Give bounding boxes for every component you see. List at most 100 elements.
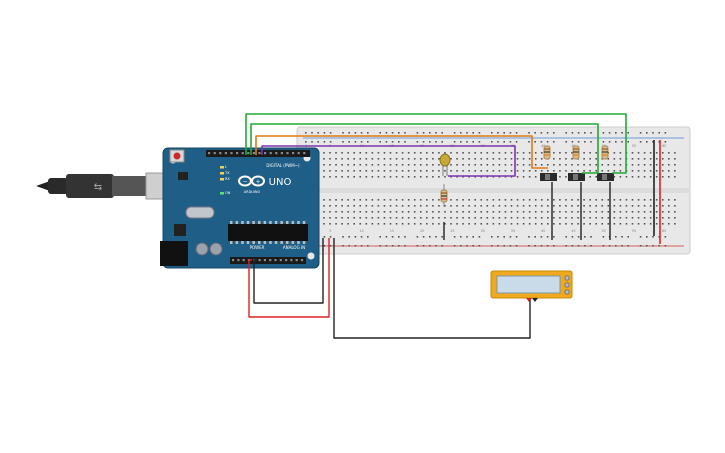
breadboard-hole[interactable] bbox=[371, 176, 374, 178]
breadboard-hole[interactable] bbox=[422, 141, 425, 143]
breadboard-hole[interactable] bbox=[540, 170, 543, 172]
breadboard-hole[interactable] bbox=[444, 176, 446, 178]
breadboard-hole[interactable] bbox=[613, 176, 616, 178]
breadboard-hole[interactable] bbox=[589, 217, 591, 219]
breadboard-hole[interactable] bbox=[371, 223, 374, 225]
power-header-pin[interactable] bbox=[263, 259, 266, 262]
breadboard-hole[interactable] bbox=[534, 223, 537, 225]
breadboard-hole[interactable] bbox=[419, 223, 422, 225]
breadboard-hole[interactable] bbox=[456, 152, 458, 154]
breadboard-hole[interactable] bbox=[365, 152, 368, 154]
breadboard-hole[interactable] bbox=[553, 245, 555, 247]
breadboard-hole[interactable] bbox=[468, 170, 470, 172]
breadboard-hole[interactable] bbox=[553, 217, 555, 219]
breadboard-hole[interactable] bbox=[668, 199, 670, 201]
breadboard-hole[interactable] bbox=[419, 176, 422, 178]
breadboard-hole[interactable] bbox=[661, 176, 664, 178]
breadboard-hole[interactable] bbox=[383, 158, 386, 160]
breadboard-hole[interactable] bbox=[516, 217, 519, 219]
breadboard-hole[interactable] bbox=[480, 164, 483, 166]
breadboard-hole[interactable] bbox=[435, 236, 437, 238]
breadboard-hole[interactable] bbox=[540, 236, 543, 238]
breadboard-hole[interactable] bbox=[347, 158, 349, 160]
breadboard-hole[interactable] bbox=[540, 132, 543, 134]
breadboard-hole[interactable] bbox=[365, 223, 368, 225]
breadboard-hole[interactable] bbox=[444, 170, 446, 172]
breadboard-hole[interactable] bbox=[354, 141, 357, 143]
breadboard-hole[interactable] bbox=[353, 164, 355, 166]
breadboard-hole[interactable] bbox=[619, 158, 622, 160]
power-header-pin[interactable] bbox=[300, 259, 304, 262]
breadboard-hole[interactable] bbox=[413, 176, 416, 178]
breadboard-hole[interactable] bbox=[637, 152, 640, 154]
breadboard-hole[interactable] bbox=[468, 199, 470, 201]
breadboard-hole[interactable] bbox=[649, 164, 652, 166]
breadboard-hole[interactable] bbox=[379, 236, 381, 238]
breadboard-hole[interactable] bbox=[379, 132, 381, 134]
breadboard-hole[interactable] bbox=[637, 199, 640, 201]
breadboard-hole[interactable] bbox=[649, 199, 652, 201]
breadboard-hole[interactable] bbox=[516, 205, 519, 207]
breadboard-hole[interactable] bbox=[661, 170, 664, 172]
breadboard-hole[interactable] bbox=[371, 199, 374, 201]
breadboard-hole[interactable] bbox=[462, 205, 464, 207]
breadboard-hole[interactable] bbox=[661, 223, 664, 225]
breadboard-hole[interactable] bbox=[540, 199, 543, 201]
usb-cable[interactable]: ⇆ bbox=[36, 172, 167, 200]
breadboard-hole[interactable] bbox=[522, 205, 525, 207]
breadboard-hole[interactable] bbox=[466, 132, 468, 134]
breadboard-hole[interactable] bbox=[480, 211, 483, 213]
breadboard-hole[interactable] bbox=[348, 245, 350, 247]
breadboard-hole[interactable] bbox=[371, 152, 374, 154]
breadboard-hole[interactable] bbox=[456, 164, 458, 166]
breadboard-hole[interactable] bbox=[589, 211, 591, 213]
breadboard-hole[interactable] bbox=[565, 152, 567, 154]
breadboard-hole[interactable] bbox=[590, 132, 592, 134]
breadboard-hole[interactable] bbox=[371, 211, 374, 213]
breadboard-hole[interactable] bbox=[534, 158, 537, 160]
breadboard-hole[interactable] bbox=[444, 217, 446, 219]
breadboard-hole[interactable] bbox=[419, 217, 422, 219]
digital-header[interactable] bbox=[206, 150, 310, 157]
breadboard-hole[interactable] bbox=[359, 164, 362, 166]
breadboard-hole[interactable] bbox=[674, 176, 676, 178]
breadboard-hole[interactable] bbox=[631, 217, 634, 219]
breadboard-hole[interactable] bbox=[371, 205, 374, 207]
breadboard-hole[interactable] bbox=[674, 205, 676, 207]
breadboard-hole[interactable] bbox=[329, 199, 331, 201]
breadboard-hole[interactable] bbox=[385, 245, 388, 247]
breadboard-hole[interactable] bbox=[498, 164, 501, 166]
breadboard-hole[interactable] bbox=[643, 223, 646, 225]
breadboard-hole[interactable] bbox=[497, 236, 499, 238]
breadboard-hole[interactable] bbox=[460, 132, 462, 134]
breadboard-hole[interactable] bbox=[615, 236, 617, 238]
breadboard-hole[interactable] bbox=[486, 152, 489, 154]
breadboard-hole[interactable] bbox=[462, 158, 464, 160]
breadboard-hole[interactable] bbox=[359, 211, 362, 213]
breadboard-hole[interactable] bbox=[395, 170, 398, 172]
digital-header-pin[interactable] bbox=[224, 152, 227, 155]
breadboard-hole[interactable] bbox=[323, 158, 325, 160]
breadboard-hole[interactable] bbox=[395, 223, 398, 225]
breadboard-hole[interactable] bbox=[637, 170, 640, 172]
breadboard-hole[interactable] bbox=[583, 223, 585, 225]
breadboard-hole[interactable] bbox=[379, 245, 381, 247]
breadboard-hole[interactable] bbox=[498, 199, 501, 201]
breadboard-hole[interactable] bbox=[498, 158, 501, 160]
breadboard-hole[interactable] bbox=[462, 164, 464, 166]
breadboard-hole[interactable] bbox=[341, 170, 343, 172]
breadboard-hole[interactable] bbox=[401, 158, 404, 160]
led-component[interactable] bbox=[439, 153, 451, 176]
breadboard-hole[interactable] bbox=[668, 170, 670, 172]
breadboard-hole[interactable] bbox=[335, 152, 337, 154]
breadboard-hole[interactable] bbox=[365, 199, 368, 201]
breadboard-hole[interactable] bbox=[522, 170, 525, 172]
breadboard-hole[interactable] bbox=[432, 170, 434, 172]
breadboard-hole[interactable] bbox=[601, 217, 604, 219]
breadboard-hole[interactable] bbox=[602, 236, 605, 238]
breadboard-hole[interactable] bbox=[426, 199, 428, 201]
breadboard-hole[interactable] bbox=[516, 170, 519, 172]
breadboard-hole[interactable] bbox=[347, 223, 349, 225]
breadboard-hole[interactable] bbox=[491, 132, 493, 134]
